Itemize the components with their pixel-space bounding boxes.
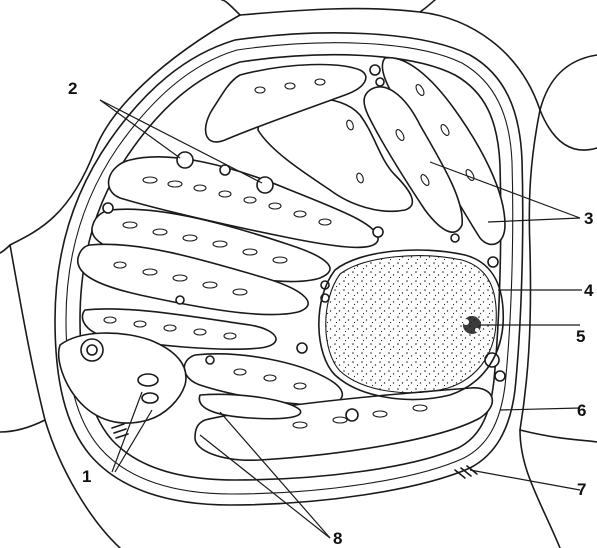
label-6: 6 (577, 401, 586, 420)
label-2: 2 (68, 79, 77, 98)
nucleolus (463, 316, 481, 334)
label-1: 1 (82, 467, 91, 486)
label-3: 3 (584, 209, 593, 228)
label-7: 7 (577, 480, 586, 499)
label-8: 8 (333, 529, 342, 548)
label-4: 4 (584, 281, 594, 300)
label-5: 5 (576, 327, 585, 346)
